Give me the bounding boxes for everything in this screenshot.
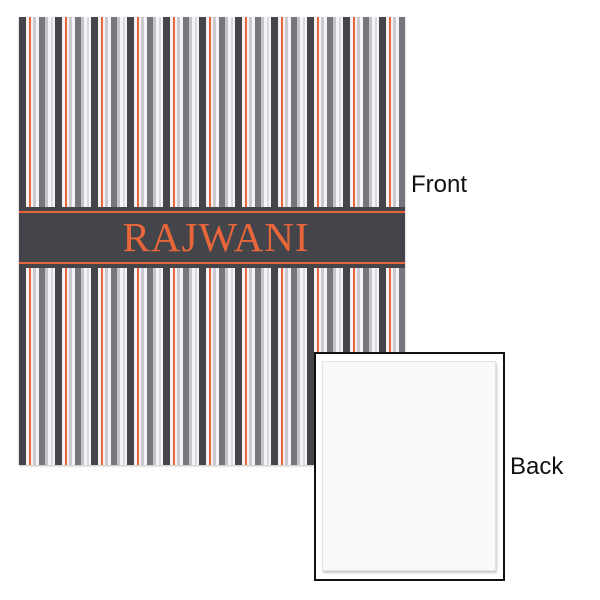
back-label: Back — [510, 453, 564, 480]
name-band: RAJWANI — [19, 207, 405, 268]
personalized-name-text: RAJWANI — [122, 214, 310, 260]
front-product-preview: RAJWANI — [19, 17, 405, 465]
band-bottom-accent-line — [19, 262, 405, 264]
front-label: Front — [411, 171, 468, 198]
back-blank-card — [322, 361, 496, 571]
back-product-preview-frame — [314, 352, 505, 581]
band-top-accent-line — [19, 211, 405, 213]
